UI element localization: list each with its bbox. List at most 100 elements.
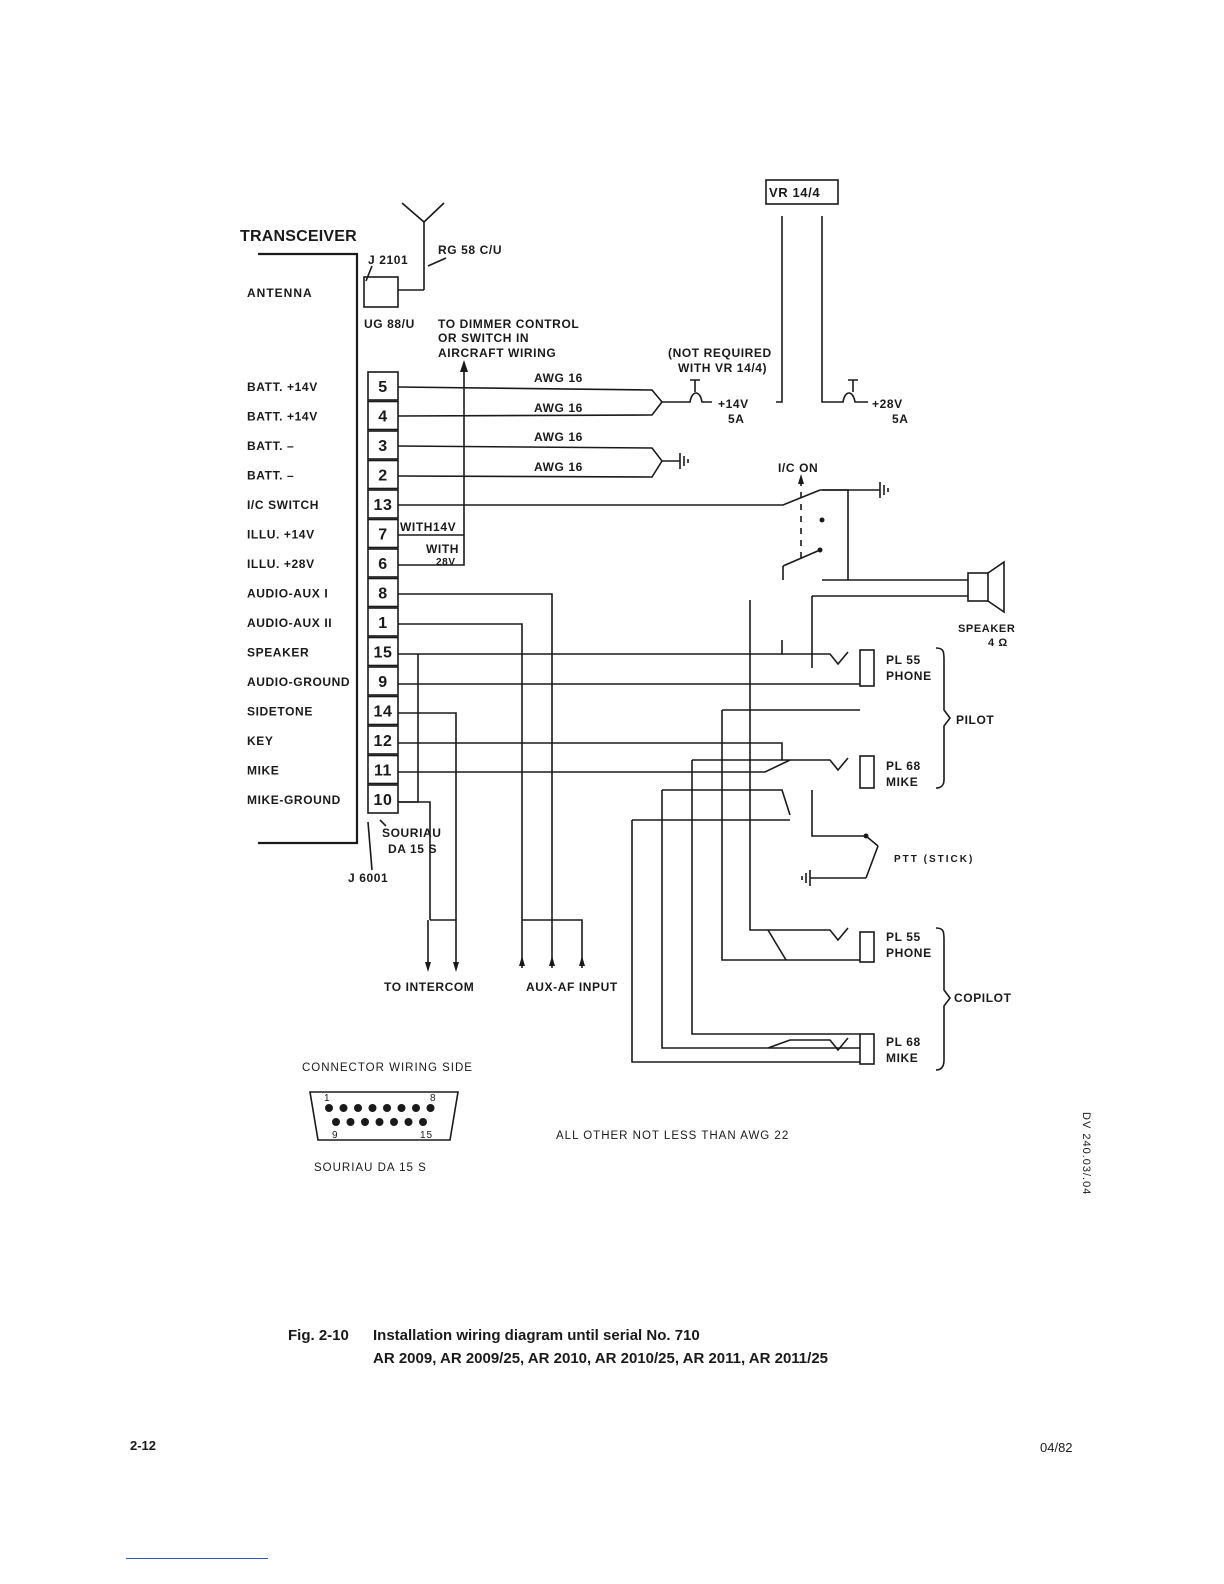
figure-number: Fig. 2-10 xyxy=(288,1327,349,1344)
souriau-leader xyxy=(379,819,387,827)
ptt-label: PTT (STICK) xyxy=(894,854,974,865)
connector-pin-number: 7 xyxy=(378,527,388,544)
speaker-label: SPEAKER xyxy=(958,623,1015,635)
not-required-line-1: (NOT REQUIRED xyxy=(668,346,772,360)
connector-pin-number: 15 xyxy=(374,645,393,662)
connector-pin-box xyxy=(367,430,399,460)
pilot-mike-plug: PL 68 xyxy=(886,759,921,773)
connector-pin-number: 11 xyxy=(374,763,392,780)
connector-signal-label: BATT. +14V xyxy=(247,410,318,424)
connector-pin-number: 12 xyxy=(374,733,393,750)
connector-signal-label: ILLU. +14V xyxy=(247,528,315,542)
connector-view-pin-dot xyxy=(412,1104,420,1112)
connector-view-pin-15: 15 xyxy=(420,1130,433,1141)
awg-label-4: AWG 16 xyxy=(534,460,583,474)
connector-view-pin-dot xyxy=(339,1104,348,1112)
dimmer-line-1: TO DIMMER CONTROL xyxy=(438,317,579,331)
supply-28-fuse: 5A xyxy=(892,412,909,426)
connector-pin-number: 10 xyxy=(374,792,393,809)
connector-view-pin-8: 8 xyxy=(430,1093,437,1104)
aux-input-label: AUX-AF INPUT xyxy=(526,980,618,994)
connector-pin-number: 3 xyxy=(378,438,388,455)
footer-rule xyxy=(126,1558,268,1559)
figure-caption-line-2: AR 2009, AR 2009/25, AR 2010, AR 2010/25… xyxy=(373,1350,829,1367)
antenna-jack xyxy=(363,276,399,308)
connector-name-line-2: DA 15 S xyxy=(388,842,437,856)
cable-leader xyxy=(427,257,447,267)
regulator-label: VR 14/4 xyxy=(769,185,820,200)
connector-signal-label: AUDIO-GROUND xyxy=(247,675,350,689)
copilot-mike-plug: PL 68 xyxy=(886,1035,921,1049)
illum-with-28v-line-1: WITH xyxy=(426,542,459,556)
connector-pin-box xyxy=(367,489,399,519)
copilot-mike-label: MIKE xyxy=(886,1051,918,1065)
copilot-phone-label: PHONE xyxy=(886,946,932,960)
illum-with-14v: WITH14V xyxy=(400,520,456,534)
connector-view-pin-dot xyxy=(325,1104,333,1112)
supply-14-voltage: +14V xyxy=(718,397,749,411)
connector-pin-box xyxy=(367,784,399,814)
pilot-mike-label: MIKE xyxy=(886,775,918,789)
connector-signal-label: I/C SWITCH xyxy=(247,498,319,512)
page-number: 2-12 xyxy=(130,1438,157,1453)
connector-pin-box xyxy=(367,607,399,637)
connector-pin-number: 14 xyxy=(374,704,393,721)
illum-with-28v-line-2: 28V xyxy=(436,557,456,568)
connector-view-pin-dot xyxy=(404,1118,413,1126)
ic-on-label: I/C ON xyxy=(778,461,818,475)
connector-pin-box xyxy=(367,548,399,578)
connector-pin-box xyxy=(367,695,399,726)
connector-view-outline xyxy=(309,1091,459,1141)
wire-gauge-note: ALL OTHER NOT LESS THAN AWG 22 xyxy=(556,1130,789,1142)
connector-pin-box xyxy=(367,666,399,696)
not-required-line-2: WITH VR 14/4) xyxy=(678,361,767,375)
transceiver-title: TRANSCEIVER xyxy=(240,228,357,245)
to-intercom-label: TO INTERCOM xyxy=(384,980,474,994)
connector-view-pin-dot xyxy=(368,1104,377,1112)
connector-pin-box xyxy=(367,371,399,401)
connector-pin-number: 8 xyxy=(378,586,388,603)
connector-view-pin-9: 9 xyxy=(332,1130,339,1141)
connector-pin-box xyxy=(367,518,399,549)
connector-signal-label: AUDIO-AUX II xyxy=(247,616,332,630)
antenna-plug-label: UG 88/U xyxy=(364,317,415,331)
connector-view-title: CONNECTOR WIRING SIDE xyxy=(302,1062,473,1074)
connector-ref: J 6001 xyxy=(348,871,388,885)
connector-pin-box xyxy=(367,577,399,608)
connector-view-pin-dot xyxy=(419,1118,427,1126)
supply-14-fuse: 5A xyxy=(728,412,745,426)
pilot-label: PILOT xyxy=(956,713,994,727)
copilot-label: COPILOT xyxy=(954,991,1012,1005)
connector-signal-label: AUDIO-AUX I xyxy=(247,587,328,601)
connector-view-pin-dot xyxy=(397,1104,406,1112)
connector-pin-box xyxy=(367,725,399,755)
connector-signal-label: MIKE-GROUND xyxy=(247,793,341,807)
wiring xyxy=(397,216,1005,1071)
dimmer-line-2: OR SWITCH IN xyxy=(438,331,529,345)
connector-view-pin-dot xyxy=(426,1104,435,1112)
connector-signal-label: BATT. – xyxy=(247,469,294,483)
connector-name-line-1: SOURIAU xyxy=(382,826,442,840)
pilot-phone-plug: PL 55 xyxy=(886,653,921,667)
regulator-box xyxy=(765,179,839,205)
connector-view-pins xyxy=(325,1104,435,1126)
connector-signal-label: MIKE xyxy=(247,764,279,778)
antenna-jack-label: J 2101 xyxy=(368,253,408,267)
connector-view-pin-dot xyxy=(332,1118,340,1126)
connector-signal-label: BATT. +14V xyxy=(247,380,318,394)
connector-signal-label: ILLU. +28V xyxy=(247,557,315,571)
connector-ref-leader xyxy=(367,821,373,871)
pilot-phone-label: PHONE xyxy=(886,669,932,683)
connector-pin-number: 2 xyxy=(378,468,388,485)
connector-view-name: SOURIAU DA 15 S xyxy=(314,1162,427,1174)
awg-label-3: AWG 16 xyxy=(534,430,583,444)
connector-view-pin-dot xyxy=(383,1104,391,1112)
connector-view-pin-dot xyxy=(346,1118,355,1126)
connector-signal-label: KEY xyxy=(247,734,273,748)
connector-view-pin-dot xyxy=(390,1118,398,1126)
connector-pin-box xyxy=(367,459,399,490)
connector-pin-number: 13 xyxy=(374,497,393,514)
figure-caption-line-1: Installation wiring diagram until serial… xyxy=(373,1327,700,1344)
